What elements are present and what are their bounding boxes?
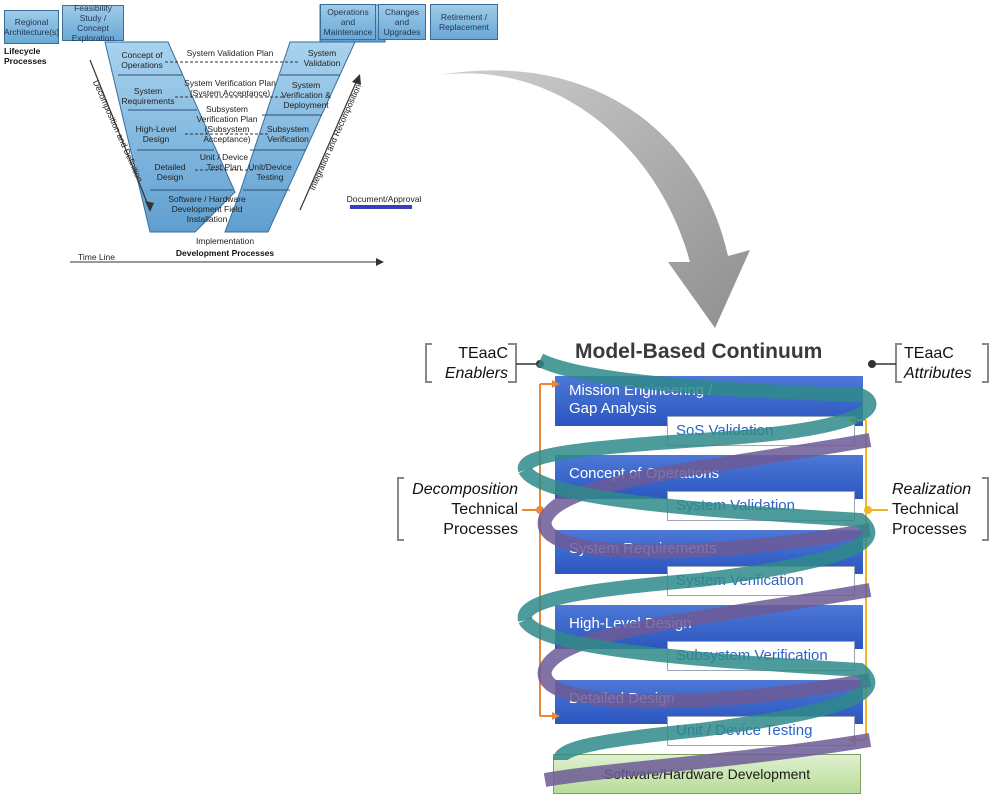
- v-development-label: Development Processes: [175, 248, 275, 258]
- label-teaac-attributes: TEaaC Attributes: [904, 344, 982, 384]
- v-bottom-software: Software / Hardware Development Field In…: [168, 194, 246, 224]
- v-plan-verification: System Verification Plan (System Accepta…: [184, 78, 276, 98]
- label-line: Processes: [892, 521, 967, 538]
- v-legend-label: Document/Approval: [346, 194, 422, 204]
- v-left-requirements: System Requirements: [121, 86, 175, 106]
- v-box-label: Changes and Upgrades: [383, 7, 421, 37]
- v-box-operations: Operations and Maintenance: [320, 4, 376, 40]
- v-box-label: Operations and Maintenance: [323, 7, 373, 37]
- v-box-changes: Changes and Upgrades: [378, 4, 426, 40]
- label-line: Decomposition: [412, 481, 518, 498]
- v-plan-validation: System Validation Plan: [186, 48, 274, 58]
- label-line: Technical: [892, 501, 959, 518]
- label-realization: Realization Technical Processes: [892, 480, 982, 540]
- label-line: TEaaC: [904, 345, 954, 362]
- label-line: Attributes: [904, 365, 972, 382]
- v-right-validation: System Validation: [303, 48, 341, 68]
- label-decomposition: Decomposition Technical Processes: [402, 480, 518, 540]
- v-left-concept: Concept of Operations: [121, 50, 163, 70]
- label-line: TEaaC: [458, 345, 508, 362]
- v-right-verification: System Verification & Deployment: [281, 80, 331, 110]
- label-line: Technical: [451, 501, 518, 518]
- v-left-detailed: Detailed Design: [154, 162, 186, 182]
- v-box-label: Regional Architecture(s): [3, 17, 60, 37]
- v-right-unit: Unit/Device Testing: [248, 162, 292, 182]
- v-implementation-label: Implementation: [195, 236, 255, 246]
- label-line: Enablers: [444, 365, 508, 382]
- label-line: Realization: [892, 481, 972, 498]
- v-timeline-label: Time Line: [78, 252, 116, 262]
- v-plan-unit: Unit / Device Test Plan: [199, 152, 249, 172]
- v-box-label: Retirement / Replacement: [438, 12, 490, 32]
- v-box-regional-architecture: Regional Architecture(s): [4, 10, 59, 44]
- v-box-feasibility: Feasibility Study / Concept Exploration: [62, 3, 124, 43]
- v-plan-subsystem: Subsystem Verification Plan (Subsystem A…: [196, 104, 258, 144]
- continuum-title: Model-Based Continuum: [575, 340, 823, 363]
- v-right-subsystem: Subsystem Verification: [266, 124, 310, 144]
- v-box-retirement: Retirement / Replacement: [430, 4, 498, 40]
- v-left-high-level: High-Level Design: [135, 124, 177, 144]
- bar-line: Gap Analysis: [569, 400, 657, 417]
- label-teaac-enablers: TEaaC Enablers: [430, 344, 508, 384]
- label-line: Processes: [443, 521, 518, 538]
- v-box-label: Feasibility Study / Concept Exploration: [71, 3, 115, 43]
- v-lifecycle-label: Lifecycle Processes: [4, 46, 47, 66]
